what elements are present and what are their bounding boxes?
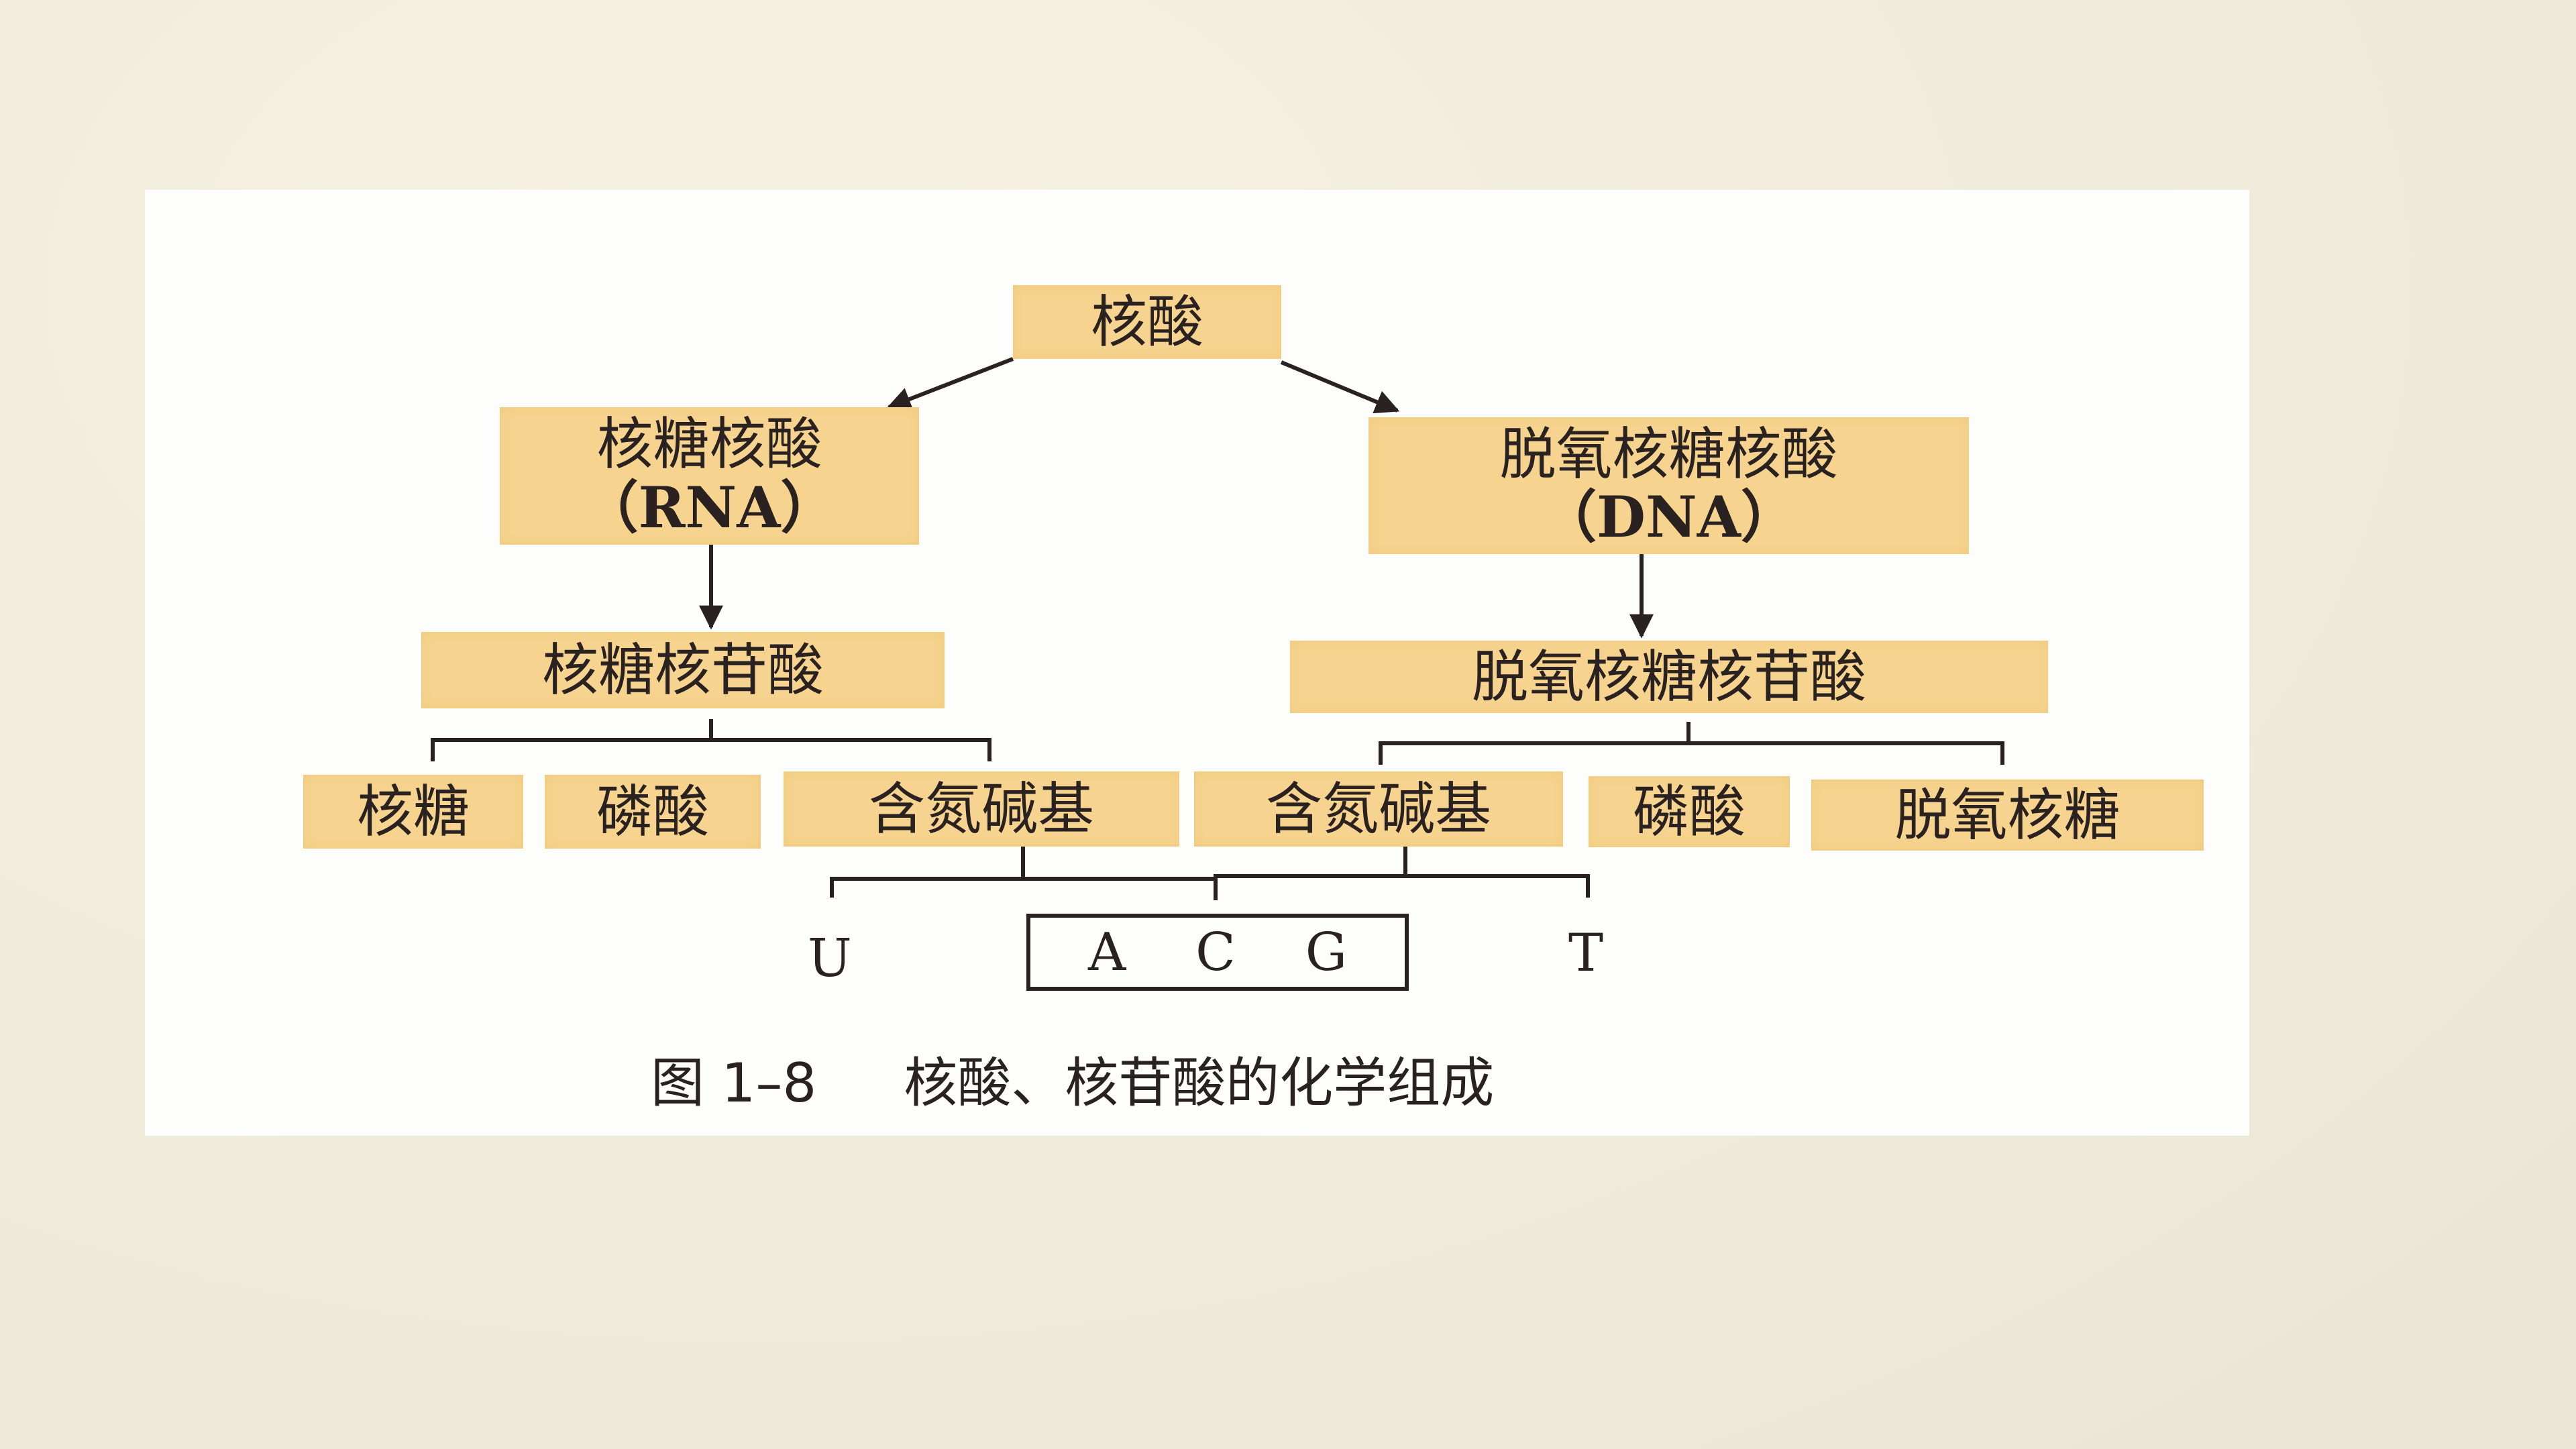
label-rna-component: 核糖 — [356, 778, 470, 845]
bracket-rna-components — [431, 719, 991, 761]
box-rna-component-ribose: 核糖 — [303, 775, 523, 849]
shared-bases-box: A C G — [1026, 914, 1409, 991]
box-rna: 核糖核酸 （RNA） — [500, 407, 919, 545]
label-nucleic-acid: 核酸 — [1090, 288, 1203, 355]
label-rna-name: 核糖核酸 — [596, 411, 822, 478]
caption-text: 核酸、核苷酸的化学组成 — [904, 1052, 1495, 1114]
base-t: T — [1568, 923, 1604, 983]
box-dna: 脱氧核糖核酸 （DNA） — [1368, 417, 1969, 554]
figure-caption: 图 1–8 核酸、核苷酸的化学组成 — [651, 1040, 1494, 1118]
bracket-dna-components — [1379, 722, 2004, 765]
base-c: C — [1195, 922, 1236, 983]
box-dna-component-base: 含氮碱基 — [1194, 771, 1563, 847]
label-dna-nucleotide: 脱氧核糖核苷酸 — [1471, 643, 1866, 710]
label-rna-nucleotide: 核糖核苷酸 — [541, 637, 824, 703]
box-nucleic-acid: 核酸 — [1013, 285, 1281, 359]
box-dna-nucleotide: 脱氧核糖核苷酸 — [1290, 641, 2048, 713]
box-dna-component-deoxyribose: 脱氧核糖 — [1811, 780, 2204, 851]
label-dna-abbr: （DNA） — [1540, 484, 1797, 550]
box-rna-component-base: 含氮碱基 — [784, 771, 1179, 847]
box-dna-component-phosphate: 磷酸 — [1589, 776, 1790, 847]
base-u: U — [808, 928, 852, 989]
label-rna-component: 磷酸 — [596, 778, 709, 845]
bracket-rna-bases — [830, 847, 1218, 900]
arrow-root-to-rna — [886, 357, 1014, 411]
base-a: A — [1087, 922, 1126, 983]
label-dna-component: 含氮碱基 — [1265, 775, 1491, 842]
label-rna-component: 含氮碱基 — [868, 775, 1094, 842]
label-dna-component: 磷酸 — [1632, 778, 1746, 845]
arrow-root-to-dna — [1280, 360, 1400, 414]
box-rna-component-phosphate: 磷酸 — [545, 775, 761, 849]
caption-number: 图 1–8 — [651, 1052, 817, 1114]
label-rna-abbr: （RNA） — [582, 474, 837, 541]
box-rna-nucleotide: 核糖核苷酸 — [421, 632, 945, 708]
label-dna-component: 脱氧核糖 — [1894, 782, 2121, 848]
bracket-dna-bases — [1214, 847, 1590, 900]
label-dna-name: 脱氧核糖核酸 — [1499, 421, 1838, 487]
base-g: G — [1305, 922, 1348, 983]
